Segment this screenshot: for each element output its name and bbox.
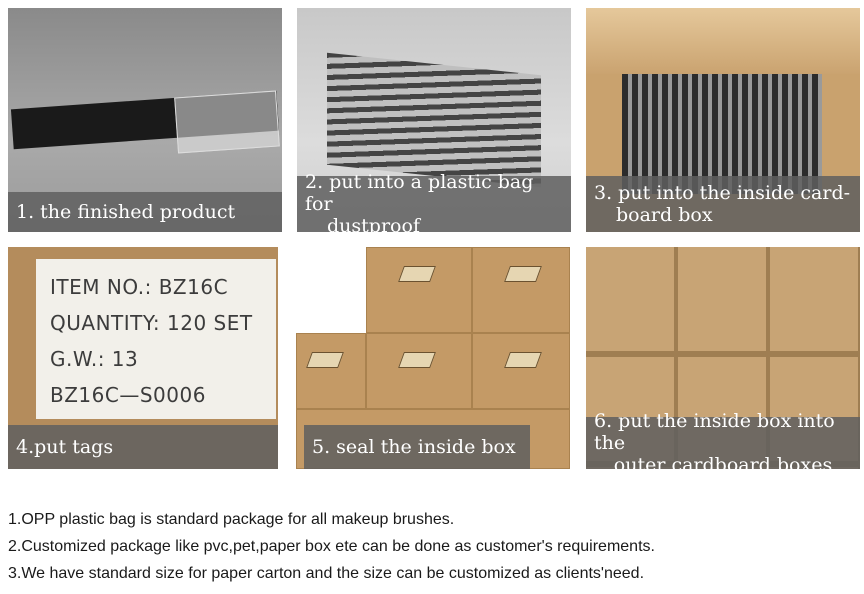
caption-step-6: 6. put the inside box into the outer car… [586, 410, 860, 469]
tag-line-gross-weight: G.W.: 13 [50, 347, 139, 371]
caption-step-1: 1. the finished product [8, 192, 282, 232]
carton-image [296, 333, 366, 409]
caption-text-line2: dustproof [327, 215, 420, 232]
caption-step-5: 5. seal the inside box [304, 425, 530, 469]
photo-finished-product: 1. the finished product [8, 8, 282, 232]
plastic-sleeve-image [174, 90, 280, 154]
carton-image [366, 247, 472, 333]
caption-text: 5. seal the inside box [312, 436, 516, 458]
bagged-brushes-image [622, 74, 822, 194]
photo-plastic-bag: 2. put into a plastic bag for dustproof [297, 8, 571, 232]
box-flap-image [586, 8, 860, 74]
caption-text-line1: 6. put the inside box into the [594, 410, 835, 454]
tag-line-code: BZ16C—S0006 [50, 383, 206, 407]
caption-step-2: 2. put into a plastic bag for dustproof [297, 171, 571, 232]
photo-inside-box: 3. put into the inside card- board box [586, 8, 860, 232]
caption-text-line2: board box [616, 204, 713, 226]
photo-put-tags: ITEM NO.: BZ16C QUANTITY: 120 SET G.W.: … [8, 247, 278, 469]
caption-text: 4.put tags [16, 436, 114, 458]
caption-text-line1: 2. put into a plastic bag for [305, 171, 534, 215]
photo-outer-cartons: 6. put the inside box into the outer car… [586, 247, 860, 469]
tag-line-item-no: ITEM NO.: BZ16C [50, 275, 229, 299]
brushes-in-bag-image [327, 52, 541, 188]
carton-image [472, 247, 570, 333]
note-2: 2.Customized package like pvc,pet,paper … [8, 538, 655, 555]
tag-line-quantity: QUANTITY: 120 SET [50, 311, 253, 335]
caption-step-4: 4.put tags [8, 425, 278, 469]
caption-text-line2: outer cardboard boxes [613, 454, 833, 469]
carton-image [472, 333, 570, 409]
caption-step-3: 3. put into the inside card- board box [586, 176, 860, 232]
note-1: 1.OPP plastic bag is standard package fo… [8, 511, 455, 528]
carton-image [366, 333, 472, 409]
box-tag: ITEM NO.: BZ16C QUANTITY: 120 SET G.W.: … [36, 259, 276, 419]
caption-text: 1. the finished product [16, 201, 236, 223]
caption-text-line1: 3. put into the inside card- [594, 182, 851, 204]
photo-sealed-boxes: 5. seal the inside box [296, 247, 570, 469]
note-3: 3.We have standard size for paper carton… [8, 565, 645, 582]
